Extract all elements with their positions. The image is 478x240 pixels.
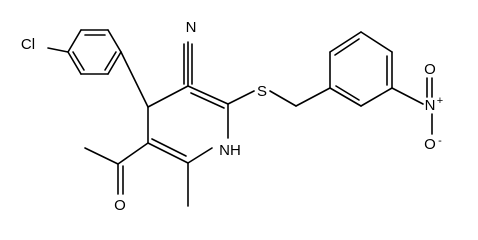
- nitro-minus-charge: -: [438, 135, 442, 147]
- acetyl-oxygen-atom: O: [114, 197, 126, 214]
- nitro-nitrogen-atom: N: [425, 97, 436, 114]
- sulfur-atom: S: [257, 83, 267, 100]
- ring-nh-atom: NH: [219, 142, 241, 159]
- nitro-oxygen-top-atom: O: [424, 61, 436, 78]
- phenyl-c4-bond: [120, 51, 149, 108]
- nitro-oxygen-minus-atom: O: [424, 136, 436, 153]
- molecule-diagram: Cl N S NH O: [21, 19, 443, 214]
- chlorophenyl-ring: [67, 29, 122, 75]
- nitrile-nitrogen-atom: N: [186, 19, 197, 36]
- c-cl-bond: [47, 47, 69, 53]
- acetyl-group: O: [84, 142, 149, 214]
- nitrophenyl-ring: [329, 31, 393, 107]
- thioether-link: S: [227, 83, 331, 107]
- dihydropyridine-ring: [147, 85, 229, 164]
- nitro-plus-charge: +: [437, 95, 443, 107]
- structure-drawing: Cl N S NH O: [21, 19, 443, 214]
- chlorine-atom: Cl: [21, 36, 35, 53]
- nitro-group: N + O O -: [391, 61, 443, 153]
- nitrile-group: N: [183, 19, 197, 87]
